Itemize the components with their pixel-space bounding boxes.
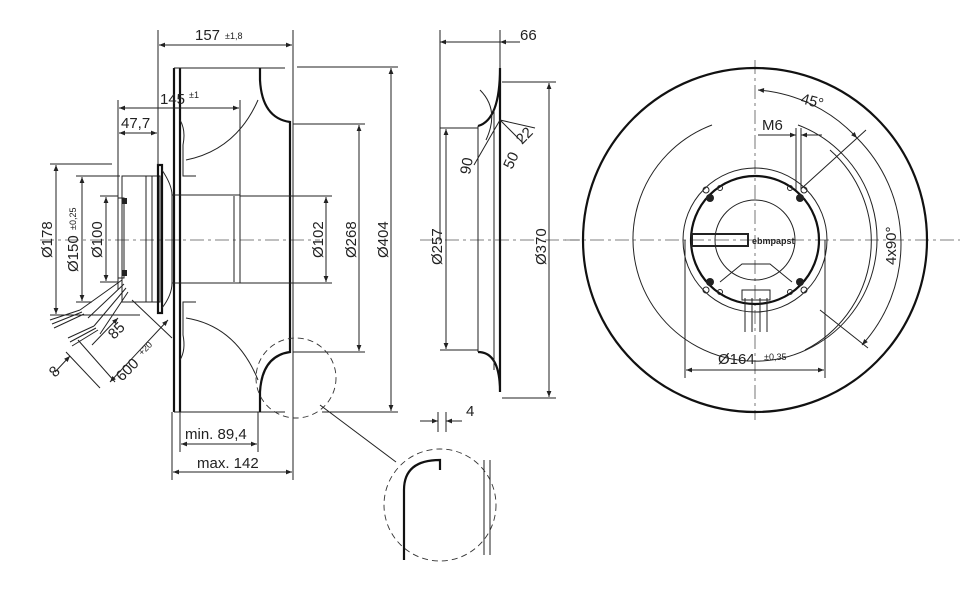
dim-d178: Ø178 (39, 221, 56, 258)
detail-marker-circle (255, 337, 337, 419)
impeller-front-plate (172, 68, 182, 412)
dim-d150-tol: ±0,25 (68, 208, 78, 230)
dim-157-tol: ±1,8 (225, 31, 242, 41)
front-view: ebmpapst (565, 60, 960, 420)
impeller-profile (477, 67, 502, 393)
dim-4x90: 4x90° (883, 226, 900, 265)
dim-d370: Ø370 (533, 228, 550, 265)
hub (171, 194, 241, 284)
dim-d102: Ø102 (310, 221, 327, 258)
impeller-outer-circle (581, 66, 929, 414)
detail-profile (402, 458, 442, 560)
dim-d150: Ø150 (65, 235, 82, 272)
section-view (383, 30, 580, 562)
dim-cable-85: 85 (105, 319, 129, 343)
dim-min: min. 89,4 (185, 426, 247, 443)
dim-d268: Ø268 (343, 221, 360, 258)
side-view (40, 30, 398, 480)
ebmpapst-logo: ebmpapst (752, 236, 795, 246)
dim-d164-tol: ±0,35 (764, 352, 786, 362)
dim-145-tol: ±1 (189, 90, 199, 100)
impeller-shroud (258, 68, 292, 412)
detail-circle (383, 448, 497, 562)
dim-d257: Ø257 (429, 228, 446, 265)
dim-157: 157 (195, 27, 220, 44)
dim-d100: Ø100 (89, 221, 106, 258)
dim-m6: M6 (762, 117, 783, 134)
dim-max: max. 142 (197, 455, 259, 472)
dim-50: 50 (500, 149, 522, 171)
dim-d164: Ø164 (718, 351, 755, 368)
dim-45-deg: 45° (799, 90, 825, 112)
dim-d404: Ø404 (375, 221, 392, 258)
dim-90: 90 (457, 156, 477, 175)
motor-flange (156, 163, 164, 315)
dim-cable-600: 600 (113, 355, 143, 385)
dim-66: 66 (520, 27, 537, 44)
dim-145: 145 (160, 91, 185, 108)
dim-4: 4 (466, 403, 474, 420)
dim-47-7: 47,7 (121, 115, 150, 132)
motor-body (121, 175, 161, 303)
dim-cable-600-tol: +20 (136, 340, 154, 358)
